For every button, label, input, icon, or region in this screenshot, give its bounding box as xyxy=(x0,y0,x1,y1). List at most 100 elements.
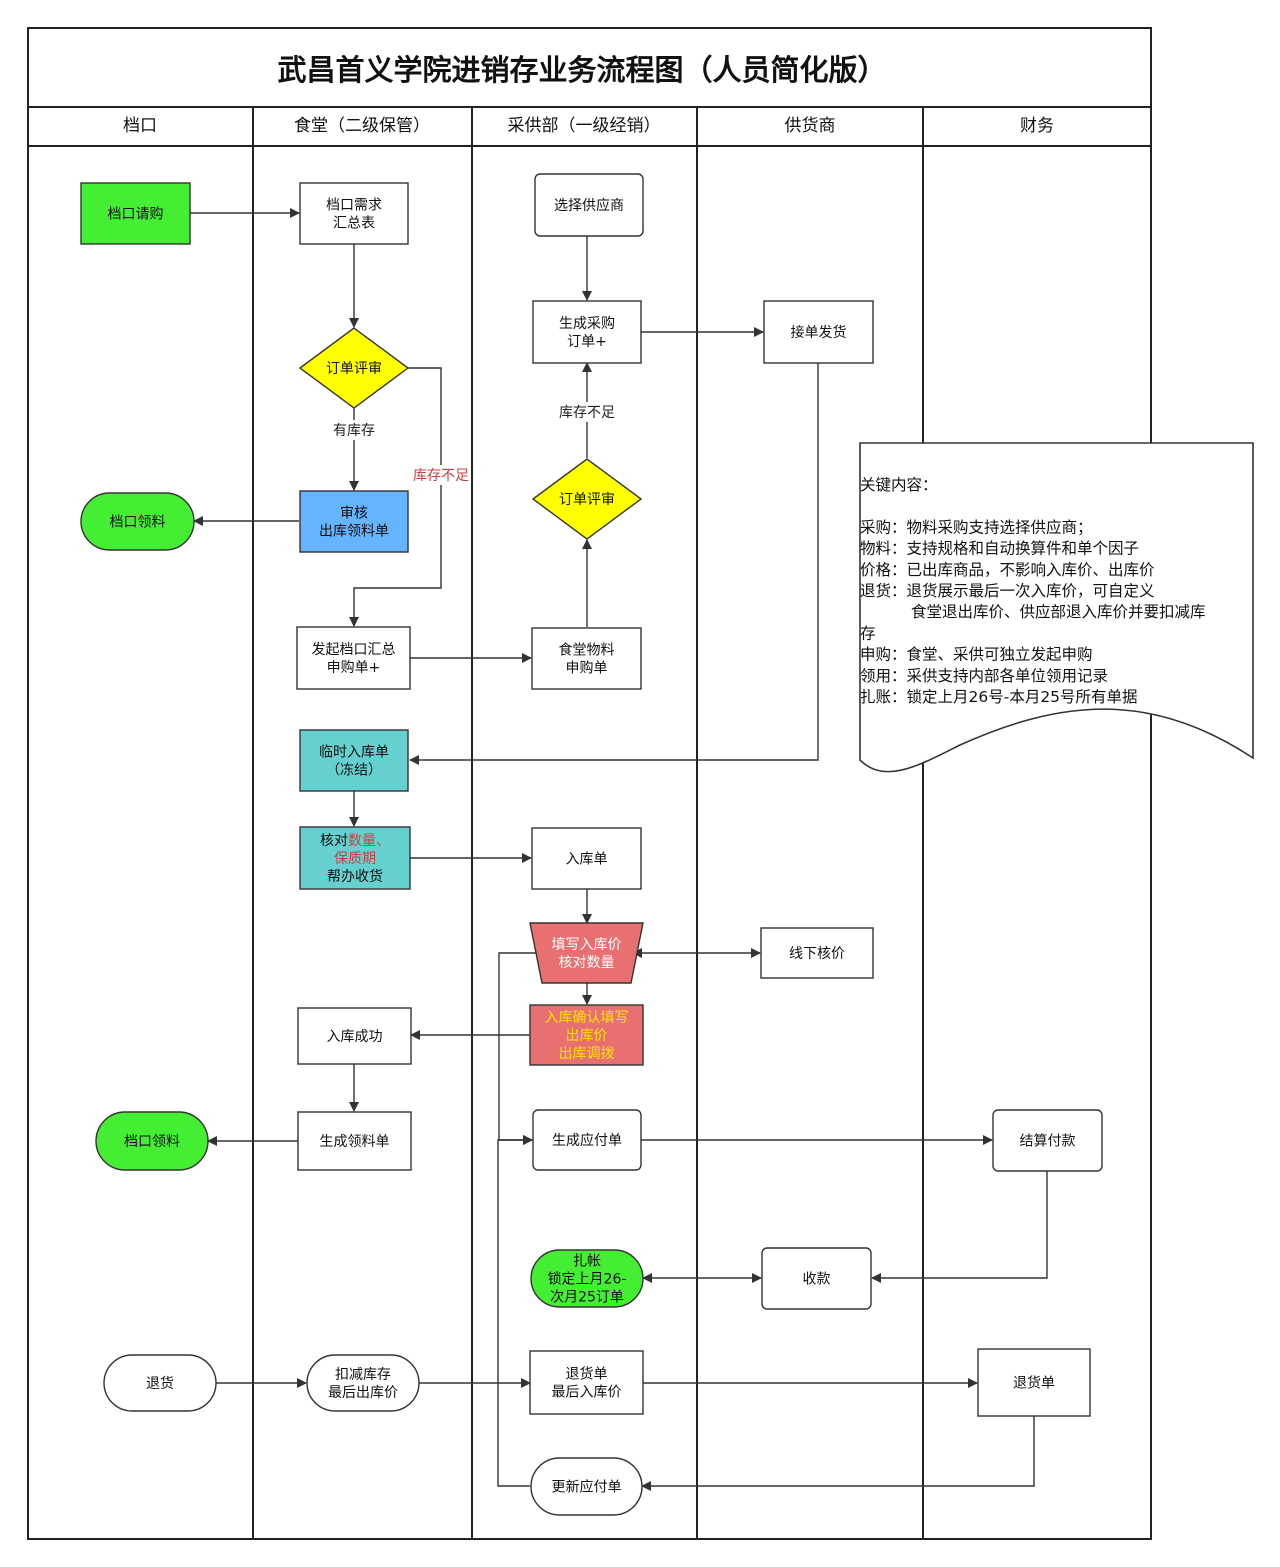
label-has-stock: 有库存 xyxy=(333,423,375,439)
node-stall-demand-summary-label: 汇总表 xyxy=(333,216,375,232)
label-bg-no-stock-procurement xyxy=(555,402,619,422)
node-order-review-procurement: 订单评审 xyxy=(531,458,643,540)
node-order-review-canteen-shape xyxy=(298,327,410,409)
node-order-review-canteen-label: 订单评审 xyxy=(326,361,382,377)
node-deduct-stock-label: 扣减库存 xyxy=(335,1367,391,1383)
node-verify-receive-label: 帮办收货 xyxy=(327,868,383,885)
node-stall-demand-summary-label: 档口需求 xyxy=(326,198,382,214)
node-confirm-outbound-label: 出库调拨 xyxy=(559,1046,615,1062)
node-stall-request-label: 档口请购 xyxy=(108,207,164,223)
node-temp-receipt-label: （冻结） xyxy=(326,762,382,779)
node-generate-payable-shape xyxy=(532,1109,642,1171)
node-canteen-material-req-label: 申购单 xyxy=(566,661,608,677)
node-select-supplier-label: 选择供应商 xyxy=(554,197,624,214)
node-stall-pickup-2: 档口领料 xyxy=(95,1111,209,1171)
node-order-review-procurement-shape xyxy=(531,458,643,540)
node-collection-shape xyxy=(761,1247,872,1310)
node-lock-accounts-label: 次月25订单 xyxy=(550,1290,624,1306)
node-collection: 收款 xyxy=(761,1247,872,1310)
node-initiate-summary-shape xyxy=(296,626,411,690)
node-offline-pricing: 线下核价 xyxy=(760,927,874,979)
node-canteen-material-req-label: 食堂物料 xyxy=(559,642,615,659)
nodes: 档口请购档口需求汇总表选择供应商生成采购订单+接单发货订单评审档口领料审核出库领… xyxy=(80,173,1103,1516)
node-generate-po-label: 订单+ xyxy=(567,334,607,350)
node-generate-po-shape xyxy=(532,300,642,364)
node-inbound-success: 入库成功 xyxy=(297,1007,412,1065)
node-stall-pickup-1-shape xyxy=(80,492,195,551)
node-update-payable: 更新应付单 xyxy=(530,1457,643,1516)
node-receipt-label: 入库单 xyxy=(566,852,608,868)
node-stall-request: 档口请购 xyxy=(80,182,191,245)
node-generate-po-label: 生成采购 xyxy=(559,316,615,332)
label-no-stock-canteen: 库存不足 xyxy=(413,468,469,484)
edge-settle-to-collection xyxy=(871,1171,1048,1283)
key-content-note: 关键内容：采购：物料采购支持选择供应商；物料：支持规格和自动换算件和单个因子价格… xyxy=(860,476,1206,706)
node-select-supplier-shape xyxy=(534,173,644,237)
edge-update-to-payable xyxy=(497,1135,533,1487)
node-return-shape xyxy=(103,1354,217,1412)
node-verify-receive-shape xyxy=(299,826,411,890)
node-finance-return-slip-shape xyxy=(977,1348,1091,1417)
node-verify-receive-label: 保质期 xyxy=(334,851,376,867)
node-confirm-outbound-shape xyxy=(529,1004,644,1066)
label-bg-no-stock-canteen xyxy=(412,465,470,485)
node-collection-label: 收款 xyxy=(803,1272,831,1288)
node-temp-receipt: 临时入库单（冻结） xyxy=(299,729,409,792)
node-verify-receive-label: 核对数量、 xyxy=(320,833,390,849)
node-receipt-shape xyxy=(531,827,642,890)
note-line: 食堂退出库价、供应部退入库价并要扣减库 xyxy=(911,602,1206,621)
node-accept-ship: 接单发货 xyxy=(763,300,874,364)
node-receipt: 入库单 xyxy=(531,827,642,890)
edge-review-to-initiate xyxy=(349,367,442,627)
note-line: 退货：退货展示最后一次入库价，可自定义 xyxy=(860,582,1155,600)
note-line: 采购：物料采购支持选择供应商； xyxy=(860,517,1093,536)
node-audit-outbound-shape xyxy=(299,490,409,553)
lane-header-finance: 财务 xyxy=(1020,116,1054,136)
node-generate-pick-slip-shape xyxy=(297,1111,412,1171)
node-deduct-stock-shape xyxy=(306,1354,420,1412)
diagram-title: 武昌首义学院进销存业务流程图（人员简化版） xyxy=(277,53,886,87)
node-lock-accounts-shape xyxy=(530,1249,644,1308)
node-offline-pricing-label: 线下核价 xyxy=(789,946,845,962)
node-order-review-procurement-label: 订单评审 xyxy=(559,492,615,508)
node-settle-payment-shape xyxy=(992,1109,1103,1172)
node-return-slip-label: 退货单 xyxy=(566,1366,608,1383)
lane-header-supplier: 供货商 xyxy=(785,116,836,136)
node-finance-return-slip: 退货单 xyxy=(977,1348,1091,1417)
node-lock-accounts-label: 扎帐 xyxy=(573,1254,601,1270)
outer-frame xyxy=(27,27,1152,1540)
node-temp-receipt-label: 临时入库单 xyxy=(319,745,389,761)
node-generate-payable: 生成应付单 xyxy=(532,1109,642,1171)
node-accept-ship-label: 接单发货 xyxy=(791,324,847,341)
node-canteen-material-req-shape xyxy=(531,627,642,690)
node-update-payable-label: 更新应付单 xyxy=(552,1479,622,1496)
node-order-review-canteen: 订单评审 xyxy=(298,327,410,409)
edge-finance-return-to-update xyxy=(641,1416,1035,1491)
node-stall-pickup-1: 档口领料 xyxy=(80,492,195,551)
node-fill-price-label: 核对数量 xyxy=(559,955,615,971)
node-fill-price-shape xyxy=(529,922,644,984)
node-audit-outbound-label: 审核 xyxy=(340,506,368,522)
node-audit-outbound-label: 出库领料单 xyxy=(319,524,389,540)
node-return-slip-label: 最后入库价 xyxy=(552,1385,622,1401)
note-line: 扎账：锁定上月26号-本月25号所有单据 xyxy=(860,688,1138,706)
node-initiate-summary-label: 发起档口汇总 xyxy=(312,642,396,658)
node-settle-payment: 结算付款 xyxy=(992,1109,1103,1172)
node-offline-pricing-shape xyxy=(760,927,874,979)
node-inbound-success-shape xyxy=(297,1007,412,1065)
label-no-stock-procurement: 库存不足 xyxy=(559,405,615,421)
note-line: 价格：已出库商品，不影响入库价、出库价 xyxy=(860,561,1155,579)
node-fill-price-label: 填写入库价 xyxy=(552,937,622,953)
node-initiate-summary-label: 申购单+ xyxy=(327,660,381,676)
note-line: 物料：支持规格和自动换算件和单个因子 xyxy=(860,539,1139,558)
node-return-slip-shape xyxy=(529,1350,644,1415)
